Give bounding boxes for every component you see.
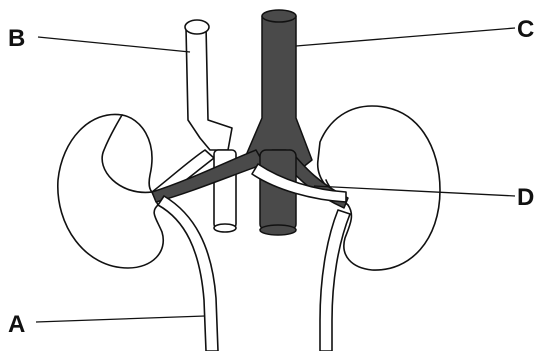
- vessel-c-bottom-opening: [260, 225, 296, 235]
- vessel-b-bottom-opening: [214, 224, 236, 232]
- leader-line-c: [296, 28, 515, 46]
- leader-line-a: [36, 316, 205, 322]
- vessel-b-upper: [186, 26, 232, 150]
- right-ureter: [320, 210, 350, 351]
- label-b: B: [8, 25, 25, 52]
- label-d: D: [517, 184, 534, 211]
- left-ureter: [158, 196, 218, 351]
- left-kidney-inner-curve: [122, 115, 152, 192]
- label-a: A: [8, 311, 25, 338]
- vessel-b-top-opening: [185, 20, 209, 34]
- vessel-c-top-opening: [262, 10, 296, 22]
- leader-line-b: [38, 37, 190, 52]
- label-c: C: [517, 16, 534, 43]
- vessel-c-upper: [244, 16, 312, 168]
